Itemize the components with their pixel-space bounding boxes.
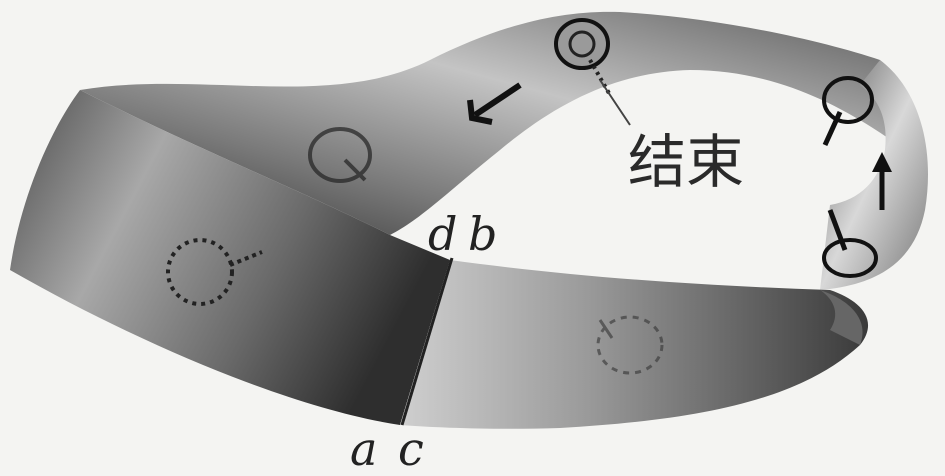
strip-bottom-band (400, 260, 869, 429)
coin-right-upper-icon (822, 76, 874, 147)
coin-right-lower-icon (822, 209, 878, 278)
strip-left-face (10, 90, 450, 425)
end-leader-line (599, 79, 631, 126)
strip-top-band (80, 11, 905, 236)
strip-right-edge (820, 290, 863, 345)
coin-faint-icon (596, 315, 664, 375)
direction-arrow-top-icon (467, 82, 522, 125)
point-label-d: d (428, 207, 457, 261)
end-label: 结束 (628, 128, 744, 196)
point-label-b: b (468, 207, 497, 261)
strip-right-loop (820, 60, 928, 290)
strip-seam (400, 257, 454, 426)
coin-dotted-icon (166, 238, 263, 306)
point-label-a: a (350, 422, 377, 476)
point-label-c: c (398, 422, 424, 476)
direction-arrow-right-icon (872, 152, 892, 210)
coin-end-icon (554, 18, 612, 96)
coin-top-left-icon (308, 127, 372, 183)
